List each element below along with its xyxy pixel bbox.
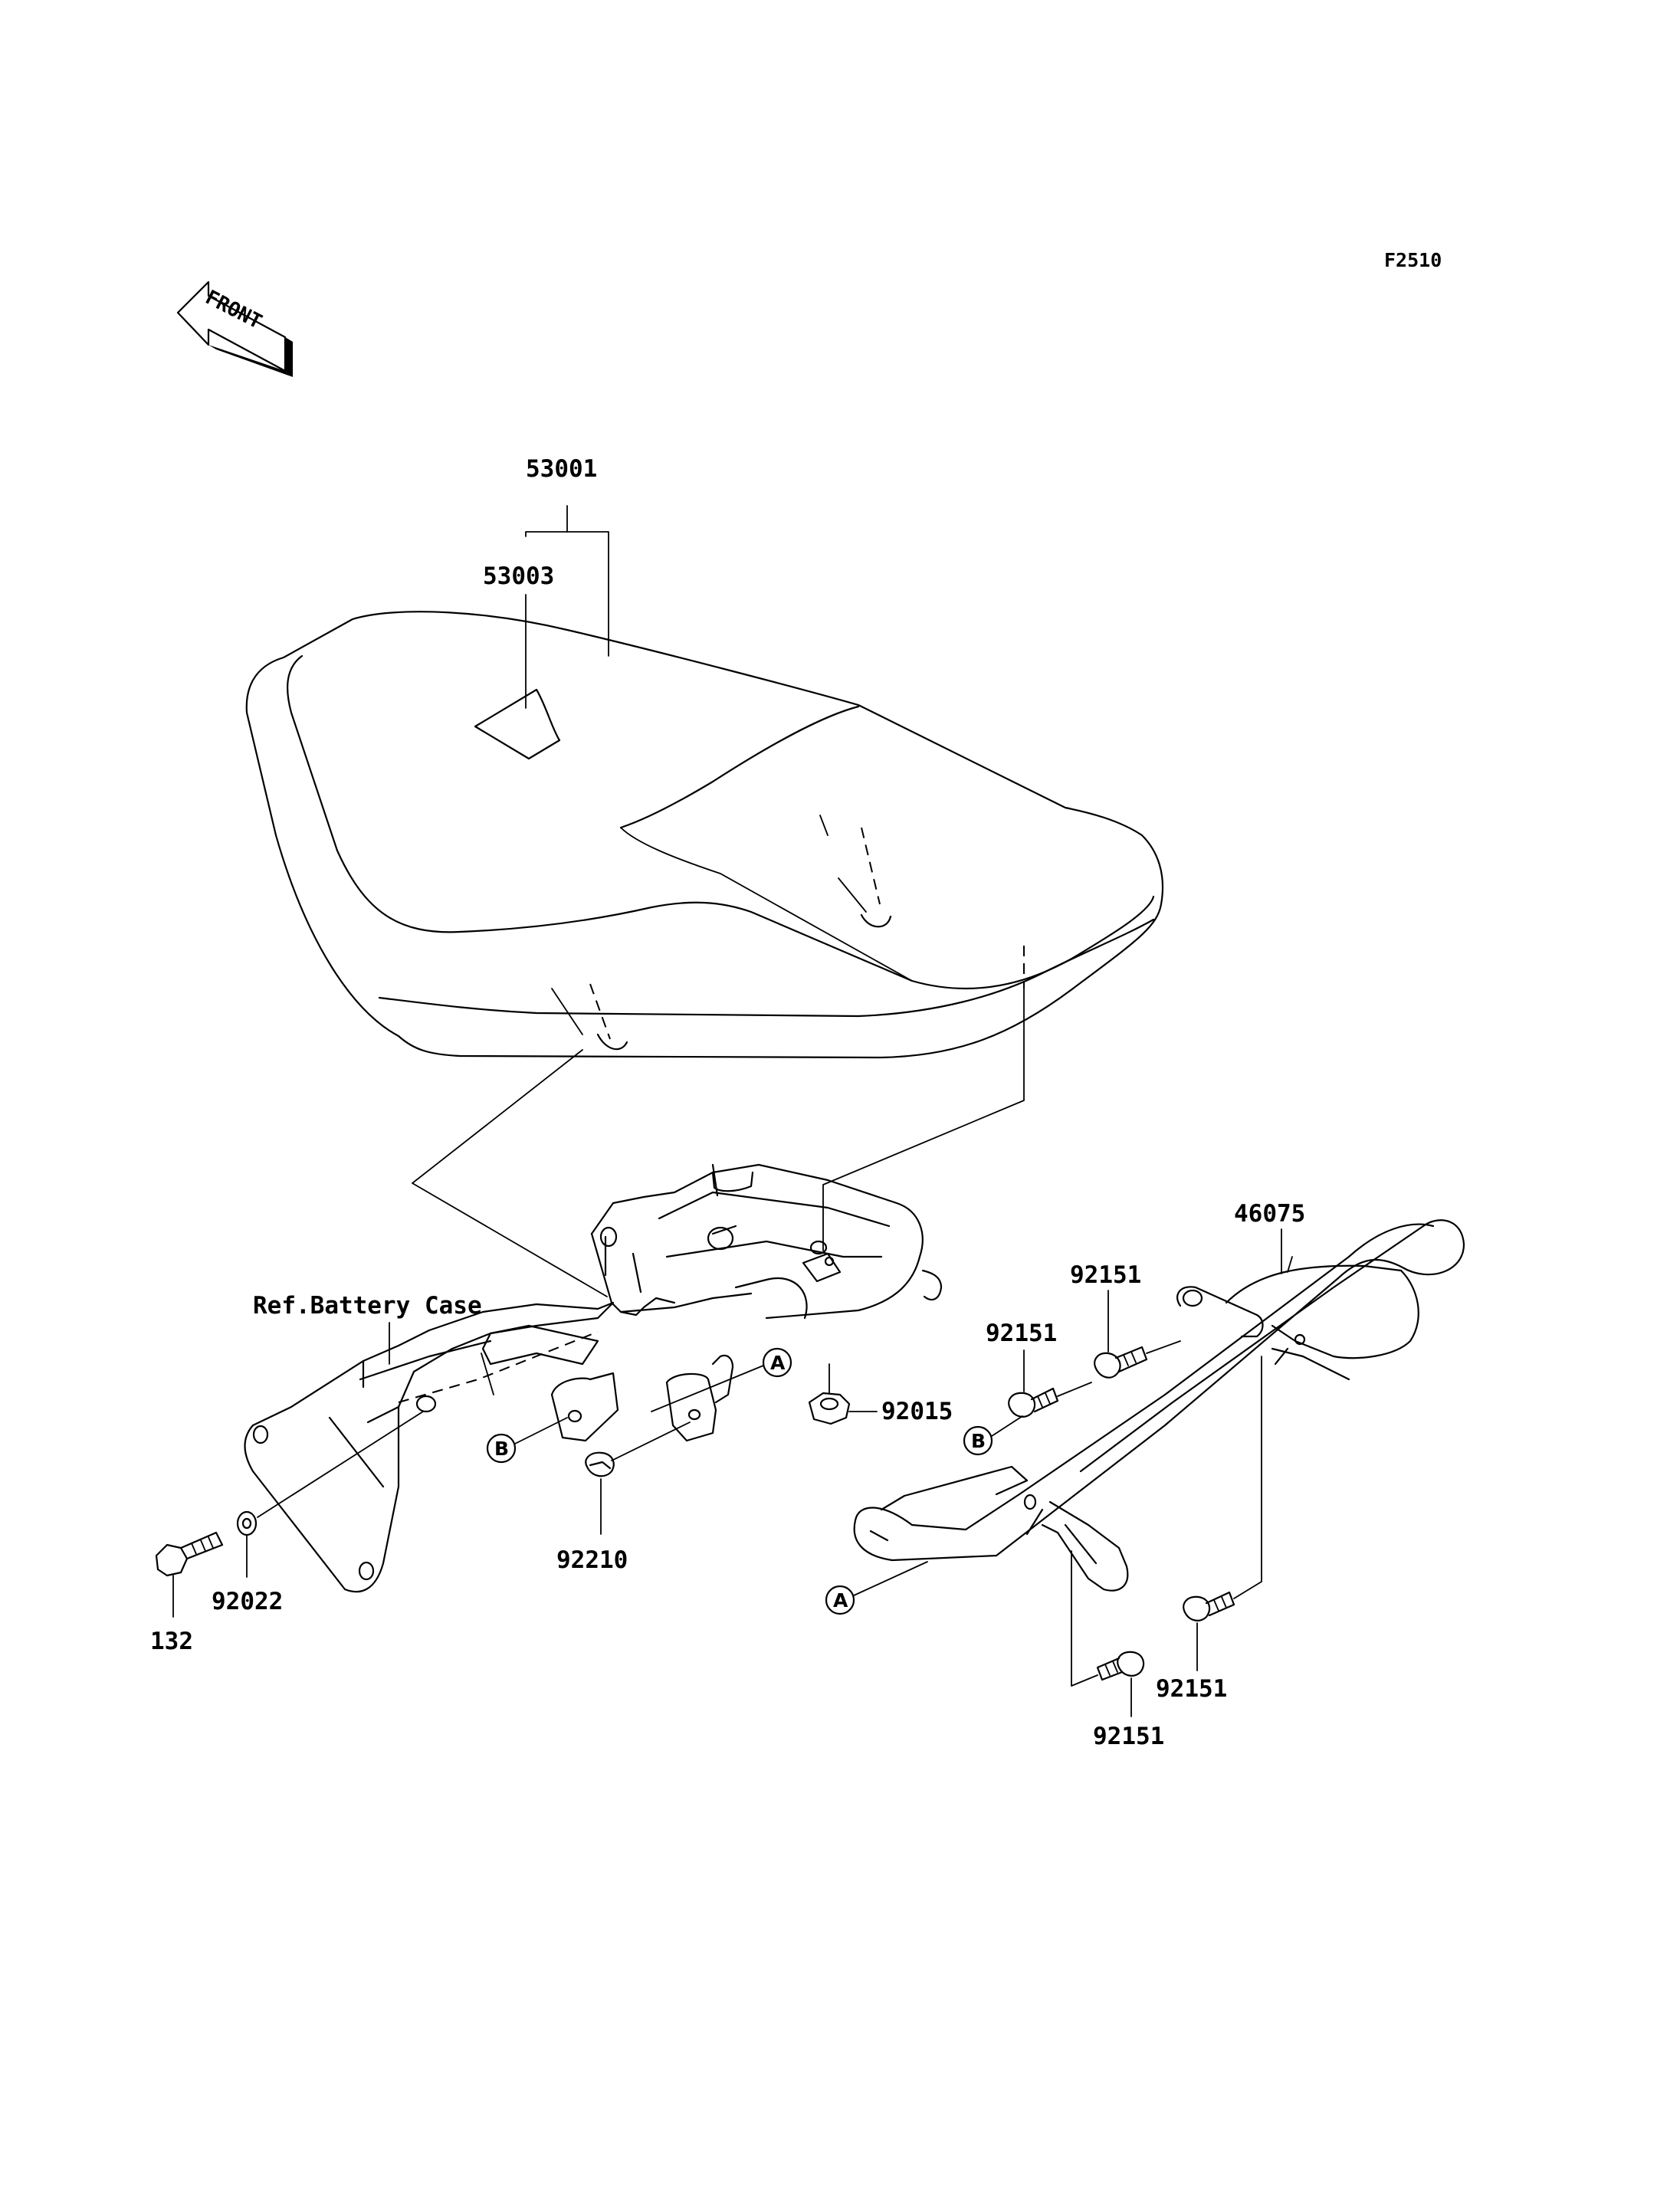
part-label-92022: 92022 — [212, 1588, 283, 1615]
front-arrow-icon: FRONT — [176, 280, 293, 377]
marker-letter: A — [833, 1589, 848, 1612]
part-132-bolt — [155, 1531, 224, 1618]
marker-b-left: B — [486, 1417, 568, 1464]
seat-53001 — [245, 611, 1164, 1059]
part-92151-bolt-lower-right — [1183, 1356, 1262, 1671]
part-92022-washer — [236, 1411, 424, 1578]
part-92151-bolt-upper — [1094, 1290, 1181, 1379]
part-label-92151-c: 92151 — [1156, 1675, 1227, 1703]
part-label-132: 132 — [150, 1628, 193, 1655]
part-label-92151-b: 92151 — [986, 1320, 1057, 1347]
marker-a-lower: A — [825, 1561, 928, 1615]
part-label-46075: 46075 — [1234, 1200, 1305, 1228]
diagram-code: F2510 — [1384, 249, 1442, 271]
marker-a-upper: A — [651, 1347, 792, 1412]
part-92015-nut — [808, 1363, 878, 1425]
seat-bracket — [244, 1163, 943, 1593]
part-92151-bolt-second — [1008, 1349, 1092, 1418]
part-label-92210: 92210 — [556, 1546, 628, 1574]
marker-letter: A — [770, 1352, 786, 1374]
marker-letter: B — [971, 1430, 986, 1452]
marker-b-right: B — [963, 1415, 1023, 1456]
ref-battery-case-label: Ref.Battery Case — [253, 1292, 482, 1320]
part-92151-bolt-bottom — [1071, 1550, 1145, 1717]
part-label-53003: 53003 — [483, 562, 554, 590]
marker-letter: B — [494, 1438, 509, 1460]
part-label-92015: 92015 — [881, 1398, 953, 1425]
part-label-92151-a: 92151 — [1070, 1261, 1141, 1289]
part-label-53001: 53001 — [526, 455, 597, 483]
grab-rail-46075 — [853, 1219, 1465, 1592]
part-92210-bolt — [585, 1421, 691, 1535]
part-label-92151-d: 92151 — [1093, 1723, 1164, 1750]
